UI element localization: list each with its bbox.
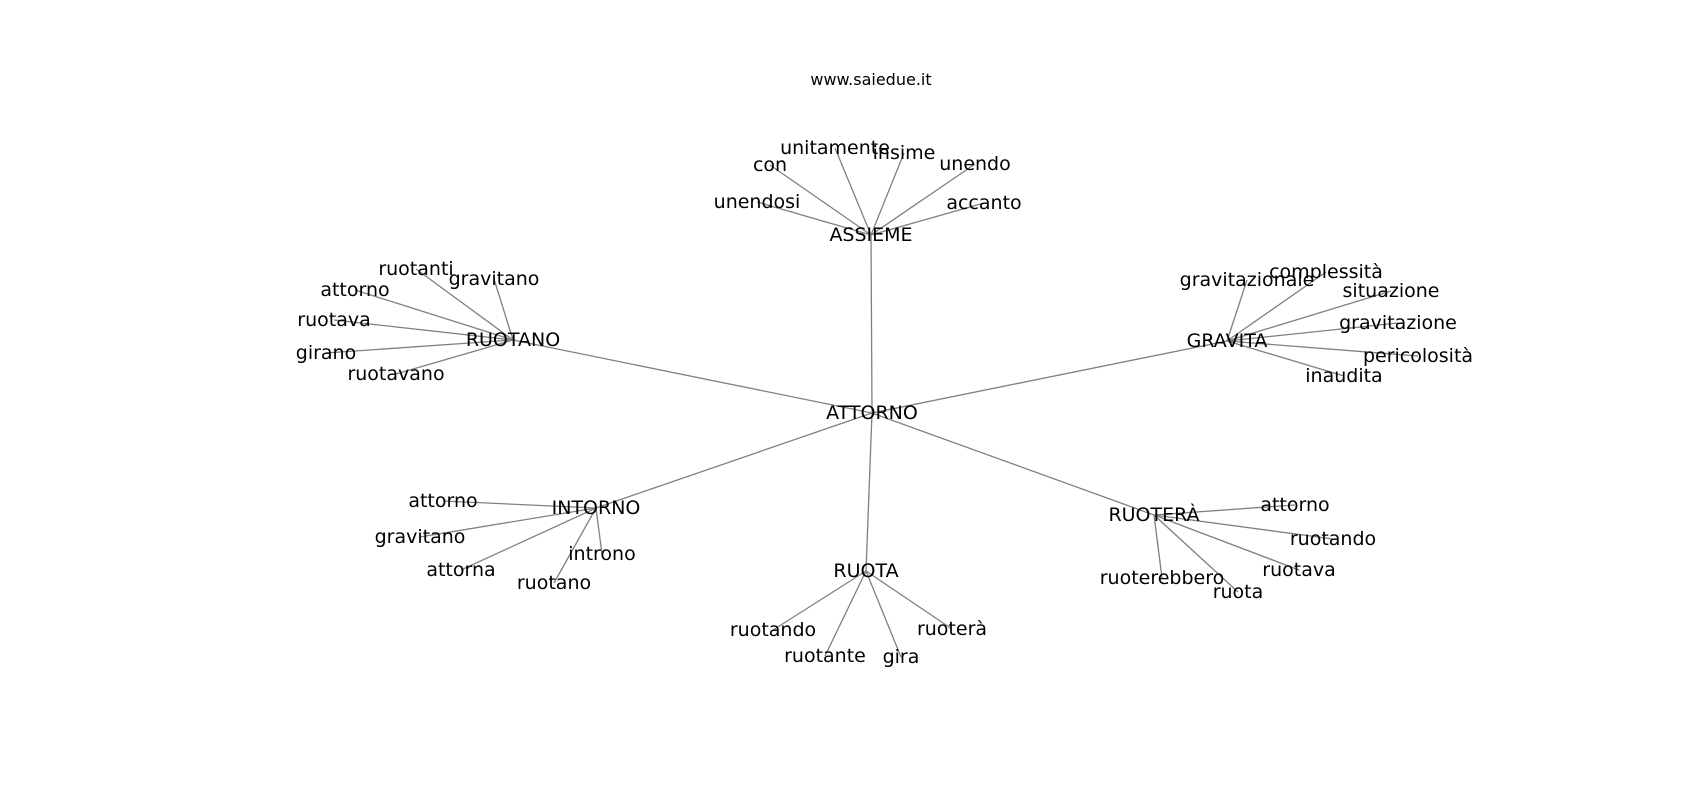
node-center-attorno: ATTORNO [826,402,918,424]
edge-ruotano-leaf-2 [354,289,514,341]
edge-ruotano-leaf-0 [415,268,514,341]
node-leaf-ruotano-3: ruotava [297,309,370,331]
edge-gravita-leaf-3 [1226,322,1399,342]
node-hub-assieme: ASSIEME [829,224,912,246]
node-hub-intorno: INTORNO [552,497,641,519]
edge-attorno-gravita [871,340,1228,414]
edge-ruotera-leaf-3 [1153,514,1163,579]
edge-attorno-ruotano [512,339,873,414]
node-leaf-ruotera-3: ruoterebbero [1100,567,1225,589]
node-leaf-assieme-3: unendo [939,153,1011,175]
node-leaf-ruotano-2: attorno [320,279,389,301]
node-leaf-assieme-0: unitamente [780,137,890,159]
edge-intorno-leaf-0 [442,500,597,509]
node-leaf-intorno-2: attorna [426,559,495,581]
edge-assieme-leaf-4 [756,201,872,236]
node-leaf-ruota-0: ruotando [730,619,816,641]
node-leaf-assieme-2: con [753,154,787,176]
edge-ruota-leaf-1 [824,570,867,657]
node-leaf-ruotano-1: gravitano [449,268,540,290]
node-leaf-ruotera-4: ruota [1213,581,1264,603]
node-leaf-assieme-4: unendosi [714,191,801,213]
edge-intorno-leaf-1 [419,507,597,538]
node-leaf-ruotano-4: girano [296,342,356,364]
edge-attorno-assieme [870,234,873,414]
node-leaf-assieme-5: accanto [946,192,1021,214]
edge-assieme-leaf-2 [769,164,872,236]
edge-ruota-leaf-2 [865,570,902,658]
edge-ruotano-leaf-3 [333,319,514,341]
node-leaf-gravita-1: complessità [1269,261,1383,283]
edge-attorno-ruota [865,412,873,572]
node-leaf-ruotano-0: ruotanti [378,258,453,280]
edge-ruotano-leaf-5 [395,339,514,375]
edge-assieme-leaf-0 [834,147,872,236]
node-hub-ruotano: RUOTANO [466,329,560,351]
node-leaf-intorno-1: gravitano [375,526,466,548]
node-leaf-ruota-2: gira [883,646,920,668]
edge-intorno-leaf-2 [460,507,597,571]
node-hub-ruota: RUOTA [833,560,898,582]
edge-ruotera-leaf-0 [1153,504,1296,516]
edge-ruotera-leaf-4 [1153,514,1239,593]
edge-ruotera-leaf-1 [1153,514,1334,540]
node-leaf-ruotano-5: ruotavano [347,363,444,385]
edge-intorno-leaf-3 [595,507,603,555]
edge-gravita-leaf-0 [1226,279,1248,342]
node-leaf-gravita-3: gravitazione [1339,312,1457,334]
edge-ruota-leaf-3 [865,570,953,630]
node-leaf-gravita-2: situazione [1343,280,1440,302]
node-leaf-ruota-1: ruotante [784,645,866,667]
edge-assieme-leaf-3 [870,163,976,236]
node-hub-gravita: GRAVITA [1187,330,1268,352]
edge-gravita-leaf-4 [1226,340,1419,357]
node-hub-ruotera: RUOTERÀ [1108,503,1199,526]
node-leaf-intorno-3: introno [568,543,635,565]
edge-ruotano-leaf-1 [493,278,514,341]
node-leaf-gravita-5: inaudita [1305,365,1382,387]
edge-assieme-leaf-1 [870,152,905,236]
node-leaf-intorno-4: ruotano [517,572,591,594]
node-leaf-ruotera-1: ruotando [1290,528,1376,550]
edge-assieme-leaf-5 [870,202,985,236]
edge-gravita-leaf-1 [1226,271,1327,342]
edge-attorno-ruotera [871,412,1155,516]
node-leaf-gravita-4: pericolosità [1363,345,1473,367]
edge-ruota-leaf-0 [772,570,867,631]
edge-ruotano-leaf-4 [325,339,514,354]
node-leaf-intorno-0: attorno [408,490,477,512]
node-leaf-gravita-0: gravitazionale [1180,269,1315,291]
node-leaf-ruota-3: ruoterà [917,618,987,640]
edge-gravita-leaf-2 [1226,290,1392,342]
edges-layer [325,147,1419,658]
edge-ruotera-leaf-2 [1153,514,1300,571]
edge-attorno-intorno [595,412,873,509]
site-caption: www.saiedue.it [810,70,932,89]
node-leaf-ruotera-2: ruotava [1262,559,1335,581]
node-leaf-assieme-1: insime [873,142,936,164]
edge-gravita-leaf-5 [1226,340,1345,377]
edge-intorno-leaf-4 [553,507,597,584]
node-leaf-ruotera-0: attorno [1260,494,1329,516]
